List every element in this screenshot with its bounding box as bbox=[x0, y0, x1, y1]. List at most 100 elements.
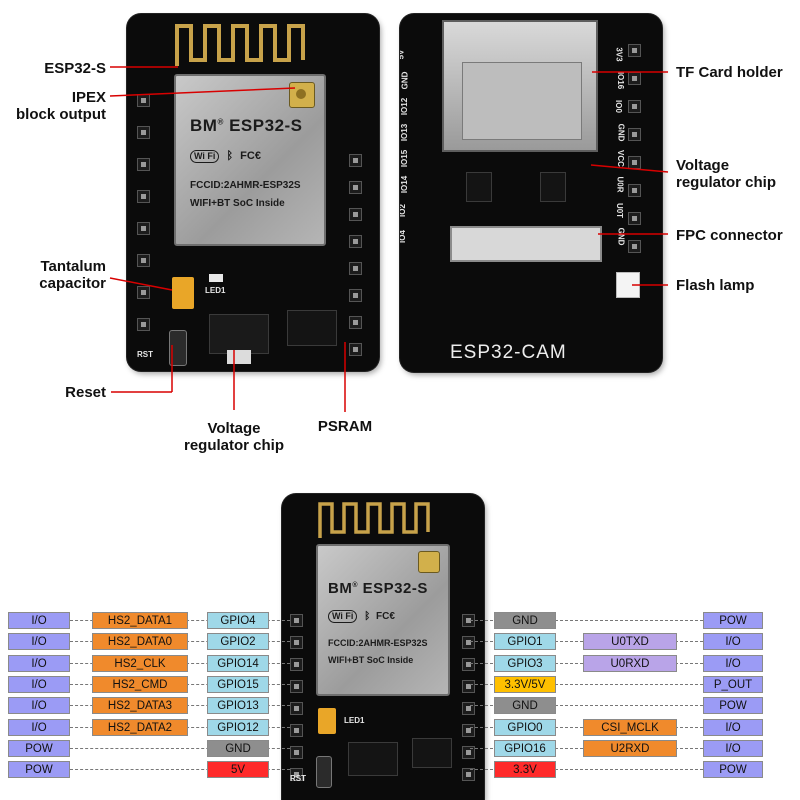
pin-type-cell: I/O bbox=[8, 718, 70, 736]
wifi-logo: Wi Fi bbox=[190, 150, 220, 163]
callout-ipex: IPEX block output bbox=[16, 89, 106, 123]
pin-gpio-cell: GPIO1 bbox=[494, 633, 556, 651]
module-model-pinout: ESP32-S bbox=[362, 580, 428, 597]
esp32s-module: BM® ESP32-S Wi Fi ᛒ FC€ FCCID:2AHMR-ESP3… bbox=[174, 74, 326, 246]
header-pin bbox=[137, 254, 150, 267]
pin-gpio-cell: GPIO14 bbox=[207, 654, 269, 672]
header-pin bbox=[628, 128, 641, 141]
esp32-cam-pinout-board: BM® ESP32-S Wi Fi ᛒ FC€ FCCID:2AHMR-ESP3… bbox=[282, 494, 484, 800]
pin-function-cell: HS2_CMD bbox=[92, 675, 188, 693]
pin-gpio-cell: GPIO3 bbox=[494, 654, 556, 672]
led-label: LED1 bbox=[205, 286, 226, 295]
header-pin bbox=[290, 680, 303, 693]
pin-type-cell: I/O bbox=[703, 718, 763, 736]
tantalum-capacitor bbox=[172, 277, 194, 309]
pin-function-cell: U0TXD bbox=[583, 633, 677, 651]
fcc-logo-pinout: FC€ bbox=[375, 611, 395, 622]
pin-type-cell: POW bbox=[8, 739, 70, 757]
psram-chip bbox=[287, 310, 337, 346]
pin-gpio-cell: GND bbox=[494, 612, 556, 629]
header-pin bbox=[628, 44, 641, 57]
header-pin bbox=[290, 636, 303, 649]
header-pin bbox=[349, 181, 362, 194]
header-pin bbox=[137, 126, 150, 139]
header-pin bbox=[290, 658, 303, 671]
voltage-regulator-chip-back-1 bbox=[466, 172, 492, 202]
board-name: ESP32-CAM bbox=[450, 342, 567, 363]
header-pin bbox=[462, 702, 475, 715]
leader-line bbox=[470, 620, 703, 621]
pin-gpio-cell: 3.3V/5V bbox=[494, 675, 556, 693]
header-pin bbox=[290, 614, 303, 627]
pin-function-cell: U2RXD bbox=[583, 739, 677, 757]
pin-function-cell: HS2_DATA2 bbox=[92, 718, 188, 736]
module-model: ESP32-S bbox=[229, 116, 303, 135]
pin-type-cell: P_OUT bbox=[703, 675, 763, 693]
pin-type-cell: I/O bbox=[8, 675, 70, 693]
header-pin bbox=[462, 658, 475, 671]
bluetooth-icon-pinout: ᛒ bbox=[364, 611, 371, 622]
callout-voltage-regulator-right: Voltage regulator chip bbox=[676, 157, 777, 191]
header-pin bbox=[628, 212, 641, 225]
pin-function-cell: HS2_DATA0 bbox=[92, 633, 188, 651]
header-pin bbox=[628, 100, 641, 113]
pin-type-cell: POW bbox=[703, 761, 763, 779]
bluetooth-icon: ᛒ bbox=[226, 150, 234, 162]
fcc-logo: FC€ bbox=[240, 150, 261, 162]
callout-voltage-regulator-bottom: Voltage regulator chip bbox=[183, 420, 284, 454]
leader-line bbox=[470, 683, 703, 685]
leader-line bbox=[470, 705, 703, 707]
leader-line bbox=[70, 769, 290, 771]
pin-gpio-cell: GPIO4 bbox=[207, 612, 269, 629]
callout-psram: PSRAM bbox=[317, 418, 373, 435]
header-pin bbox=[349, 235, 362, 248]
pin-gpio-cell: 3.3V bbox=[494, 761, 556, 779]
regulator-tab bbox=[227, 350, 251, 364]
pcb-antenna-trace-pinout bbox=[318, 502, 430, 538]
pin-type-cell: POW bbox=[8, 761, 70, 779]
voltage-regulator-chip-pinout bbox=[348, 742, 398, 776]
pcb-antenna-trace bbox=[175, 24, 305, 66]
header-pin bbox=[349, 343, 362, 356]
header-pin bbox=[462, 746, 475, 759]
pin-type-cell: POW bbox=[703, 697, 763, 715]
pin-gpio-cell: GPIO2 bbox=[207, 633, 269, 651]
reset-button-pinout bbox=[316, 756, 332, 788]
wifi-logo-pinout: Wi Fi bbox=[328, 610, 358, 623]
tantalum-capacitor-pinout bbox=[318, 708, 336, 734]
header-pin bbox=[137, 158, 150, 171]
callout-esp32s: ESP32-S bbox=[44, 60, 106, 77]
header-pin bbox=[290, 768, 303, 781]
header-pin bbox=[349, 262, 362, 275]
header-pin bbox=[462, 768, 475, 781]
pin-gpio-cell: GPIO13 bbox=[207, 697, 269, 715]
callout-tf-card-holder: TF Card holder bbox=[676, 64, 783, 81]
pin-gpio-cell: GND bbox=[207, 739, 269, 757]
esp32-cam-front-board: BM® ESP32-S Wi Fi ᛒ FC€ FCCID:2AHMR-ESP3… bbox=[127, 14, 379, 371]
pin-gpio-cell: GPIO16 bbox=[494, 739, 556, 757]
module-tagline: WIFI+BT SoC Inside bbox=[190, 198, 285, 209]
header-pin bbox=[137, 286, 150, 299]
module-tagline-pinout: WIFI+BT SoC Inside bbox=[328, 655, 414, 665]
esp32s-module-pinout: BM® ESP32-S Wi Fi ᛒ FC€ FCCID:2AHMR-ESP3… bbox=[316, 544, 450, 696]
header-pin bbox=[349, 289, 362, 302]
pin-type-cell: POW bbox=[703, 612, 763, 629]
pin-type-cell: I/O bbox=[8, 612, 70, 629]
reset-button bbox=[169, 330, 187, 366]
led1 bbox=[209, 274, 223, 282]
header-pin bbox=[137, 222, 150, 235]
callout-reset: Reset bbox=[65, 384, 106, 401]
leader-line bbox=[470, 769, 703, 771]
tf-card-holder bbox=[442, 20, 598, 152]
pin-type-cell: I/O bbox=[8, 697, 70, 715]
pin-gpio-cell: GPIO15 bbox=[207, 675, 269, 693]
header-pin bbox=[462, 636, 475, 649]
ipex-connector-pinout bbox=[418, 551, 440, 573]
led-label-pinout: LED1 bbox=[344, 716, 365, 725]
leader-line bbox=[70, 747, 290, 749]
pin-gpio-cell: GND bbox=[494, 697, 556, 715]
pin-gpio-cell: GPIO12 bbox=[207, 718, 269, 736]
pin-type-cell: I/O bbox=[8, 633, 70, 651]
pin-function-cell: HS2_CLK bbox=[92, 654, 188, 672]
